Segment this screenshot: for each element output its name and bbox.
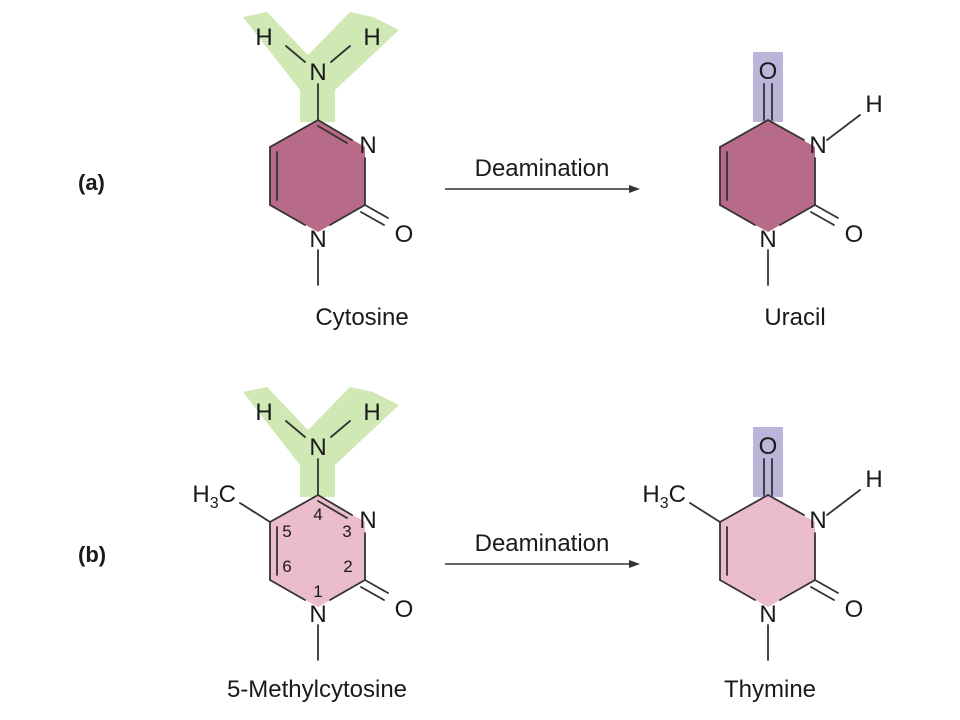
arrow-head-b — [629, 560, 640, 568]
atom-h-right: H — [363, 399, 380, 426]
reaction-label-b: Deamination — [475, 530, 610, 557]
methylcytosine-name: 5-Methylcytosine — [227, 676, 407, 703]
atom-n1: N — [759, 601, 776, 628]
arrow-head-a — [629, 185, 640, 193]
atom-n1: N — [309, 601, 326, 628]
deamination-arrow-a: Deamination — [445, 155, 640, 193]
panel-a: (a) H H N N N O Cytosine — [78, 12, 883, 331]
uracil-ring — [720, 120, 815, 232]
ring-number-5: 5 — [282, 522, 291, 541]
atom-o4: O — [759, 58, 778, 85]
atom-n1: N — [759, 226, 776, 253]
methyl-subscript: 3 — [210, 495, 219, 512]
atom-o2: O — [845, 596, 864, 623]
atom-o4: O — [759, 433, 778, 460]
atom-n-amine: N — [309, 434, 326, 461]
ring-number-1: 1 — [313, 582, 322, 601]
uracil-structure: O H N N O Uracil — [719, 52, 883, 331]
methylcytosine-structure: H H N N N O H3C 1 2 3 4 5 6 5-Methylcyto… — [192, 387, 413, 703]
amine-highlight — [243, 387, 399, 497]
carbonyl-highlight — [753, 427, 783, 497]
uracil-name: Uracil — [764, 304, 825, 331]
methyl-group-label: H3C — [192, 481, 236, 512]
ring-number-3: 3 — [342, 522, 351, 541]
atom-n3: N — [359, 132, 376, 159]
methyl-h: H — [642, 481, 659, 508]
deamination-arrow-b: Deamination — [445, 530, 640, 568]
methyl-h: H — [192, 481, 209, 508]
atom-h-right: H — [363, 24, 380, 51]
atom-o2: O — [845, 221, 864, 248]
cytosine-ring — [270, 120, 365, 232]
atom-h3: H — [865, 466, 882, 493]
methyl-group-label: H3C — [642, 481, 686, 512]
thymine-ring — [720, 495, 815, 607]
atom-n3: N — [809, 507, 826, 534]
cytosine-name: Cytosine — [315, 304, 408, 331]
atom-o2: O — [395, 221, 414, 248]
thymine-name: Thymine — [724, 676, 816, 703]
atom-n1: N — [309, 226, 326, 253]
ring-number-6: 6 — [282, 557, 291, 576]
atom-n-amine: N — [309, 59, 326, 86]
reaction-label-a: Deamination — [475, 155, 610, 182]
atom-o2: O — [395, 596, 414, 623]
atom-h3: H — [865, 91, 882, 118]
methyl-c: C — [669, 481, 686, 508]
thymine-structure: O H N N O H3C Thymine — [642, 427, 883, 703]
atom-h-left: H — [255, 399, 272, 426]
carbonyl-highlight — [753, 52, 783, 122]
atom-n3: N — [809, 132, 826, 159]
cytosine-structure: H H N N N O Cytosine — [243, 12, 413, 331]
methyl-subscript: 3 — [660, 495, 669, 512]
panel-a-label: (a) — [78, 170, 105, 195]
methyl-c: C — [219, 481, 236, 508]
panel-b: (b) H H N N N O H3C 1 — [78, 387, 883, 703]
panel-b-label: (b) — [78, 542, 106, 567]
atom-h-left: H — [255, 24, 272, 51]
ring-number-4: 4 — [313, 505, 322, 524]
amine-highlight — [243, 12, 399, 122]
ring-number-2: 2 — [343, 557, 352, 576]
methylcytosine-ring — [270, 495, 365, 607]
atom-n3: N — [359, 507, 376, 534]
